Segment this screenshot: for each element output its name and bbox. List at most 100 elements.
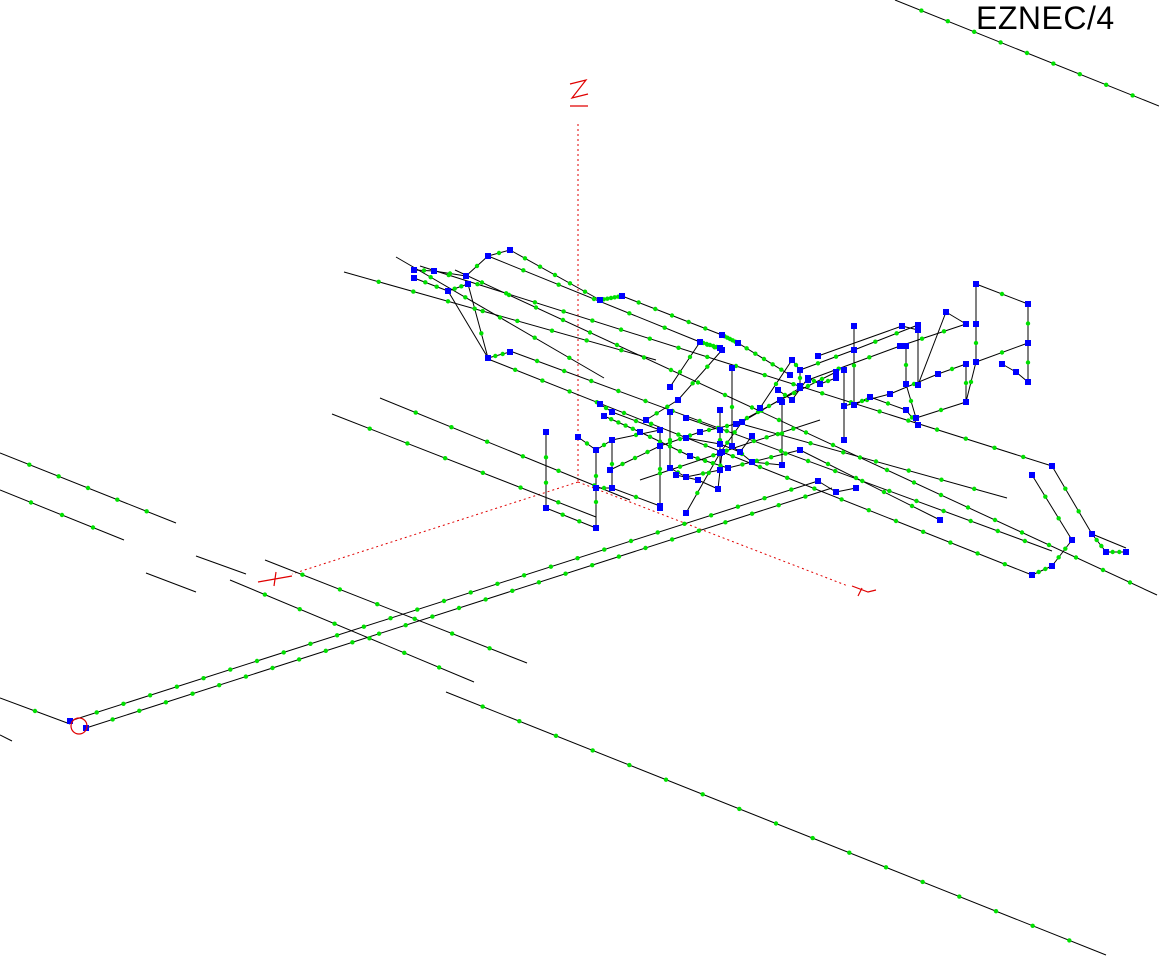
segment-dot: [472, 306, 477, 311]
wire-end-node: [739, 419, 745, 425]
segment-dot: [782, 392, 788, 398]
wire: [727, 449, 801, 469]
segment-dot: [729, 404, 735, 410]
segment-dot: [995, 528, 1000, 534]
segment-dot: [627, 311, 632, 316]
segment-dot: [808, 441, 813, 446]
segment-dot: [517, 719, 522, 724]
segment-dot: [665, 404, 670, 409]
wire-end-node: [575, 434, 581, 440]
wire: [945, 311, 967, 325]
wire-end-node: [717, 467, 723, 473]
segment-dot: [761, 356, 767, 362]
segment-dot: [144, 509, 149, 514]
wire-end-node: [1025, 340, 1031, 346]
segment-dot: [972, 486, 977, 492]
wire-end-node: [1103, 549, 1109, 555]
segment-dot: [939, 477, 944, 482]
segment-dot: [753, 351, 758, 356]
segment-dot: [703, 458, 708, 463]
wire-end-node: [717, 441, 723, 447]
wire-end-node: [815, 353, 821, 359]
segment-dot: [483, 597, 488, 602]
wire: [545, 507, 597, 529]
segment-dot: [938, 492, 944, 498]
wire: [899, 323, 967, 347]
wire-end-node: [431, 268, 437, 274]
segment-dot: [590, 318, 595, 323]
segment-dot: [993, 908, 999, 914]
segment-dot: [147, 693, 153, 698]
segment-dot: [762, 495, 767, 501]
segment-dot: [497, 315, 503, 320]
segment-dot: [549, 328, 555, 333]
segment-dot: [911, 480, 917, 485]
wire-end-node: [729, 443, 735, 449]
segment-dot: [682, 521, 687, 527]
wire-end-node: [733, 421, 739, 427]
wire-end-node: [411, 267, 417, 273]
wire-end-node: [915, 382, 921, 388]
segment-dot: [296, 657, 302, 662]
segment-dot: [608, 295, 614, 301]
wire: [1051, 539, 1073, 567]
segment-dot: [388, 615, 393, 621]
segment-dot: [308, 641, 313, 647]
segment-dot: [361, 624, 367, 629]
segment-dot: [805, 383, 811, 389]
segment-dot: [1043, 494, 1048, 499]
segment-dot: [757, 464, 763, 470]
segment-dot: [754, 458, 759, 463]
segment-dot: [737, 806, 742, 812]
wire-end-node: [597, 401, 603, 407]
wire-end-node: [749, 459, 755, 465]
segment-dot: [783, 451, 788, 456]
segment-dot: [115, 497, 120, 502]
segment-dot: [589, 378, 594, 384]
segment-dot: [830, 442, 836, 448]
segment-dot: [430, 614, 435, 619]
wire-end-node: [609, 409, 615, 415]
segment-dot: [543, 480, 549, 485]
wire: [807, 345, 901, 381]
segment-dot: [941, 329, 947, 334]
segment-dot: [881, 489, 887, 495]
wire-end-node: [779, 462, 785, 468]
segment-dot: [764, 435, 769, 440]
segment-dot: [722, 392, 728, 398]
segment-dot: [653, 306, 658, 312]
segment-dot: [941, 508, 946, 514]
segment-dot: [449, 424, 454, 430]
segment-dot: [515, 318, 520, 324]
segment-dot: [705, 354, 710, 360]
segment-dot: [496, 250, 502, 256]
wire-end-node: [725, 465, 731, 471]
segment-dot: [740, 462, 745, 467]
segment-dot: [560, 512, 565, 517]
x-axis: [291, 481, 579, 575]
segment-dot: [403, 622, 408, 628]
y-axis-label: [851, 585, 877, 597]
segment-dot: [948, 540, 953, 545]
segment-dot: [686, 319, 691, 325]
segment-dot: [254, 658, 260, 664]
segment-dot: [1104, 82, 1109, 88]
segment-dot: [548, 564, 554, 569]
wire-end-node: [717, 427, 723, 433]
segment-dot: [906, 418, 911, 423]
segment-dot: [791, 390, 797, 396]
wire-end-node: [411, 275, 417, 281]
segment-dot: [532, 335, 537, 340]
segment-dot: [957, 894, 962, 899]
segment-dot: [778, 448, 784, 454]
wire-end-node: [1013, 369, 1019, 375]
wire-end-node: [775, 387, 781, 393]
segment-dot: [1117, 549, 1122, 555]
segment-dot: [700, 471, 706, 476]
wire-end-node: [683, 510, 689, 516]
wire-end-node: [607, 467, 613, 473]
wire-end-node: [903, 407, 909, 413]
z-axis-glyph: [569, 78, 589, 100]
segment-dot: [710, 461, 715, 466]
